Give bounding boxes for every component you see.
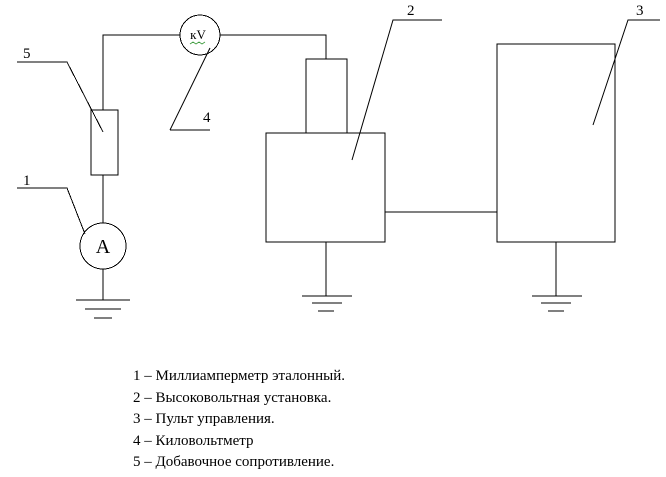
callout-4: 4 (203, 110, 211, 126)
voltmeter-label-underline (189, 41, 206, 45)
wires (102, 34, 557, 300)
ground-symbol-ammeter (76, 299, 130, 319)
voltmeter-label: кV (190, 27, 206, 42)
hv-unit-transformer (305, 58, 348, 134)
wire-voltmeter-to-hv-unit (220, 34, 327, 59)
leader-1 (17, 187, 86, 235)
resistor-symbol (90, 109, 119, 176)
ammeter-symbol: A (79, 222, 127, 270)
ground-symbol-hv-unit (302, 295, 352, 312)
legend-item-3: 3 – Пульт управления. (133, 411, 275, 427)
legend: 1 – Миллиамперметр эталонный. 2 – Высоко… (133, 366, 345, 474)
leader-5 (17, 61, 104, 133)
ammeter-label: A (96, 236, 111, 258)
legend-item-5: 5 – Добавочное сопротивление. (133, 454, 335, 470)
leader-4-diagonal (169, 47, 211, 131)
wire-resistor-to-voltmeter (102, 34, 180, 110)
legend-item-1: 1 – Миллиамперметр эталонный. (133, 368, 345, 384)
legend-item-2: 2 – Высоковольтная установка. (133, 389, 332, 406)
callout-3: 3 (636, 3, 644, 19)
ground-symbol-console (532, 295, 582, 312)
leader-3 (592, 19, 660, 126)
voltmeter-symbol: кV (179, 14, 221, 56)
callout-numbers: 5 1 4 2 3 (23, 3, 644, 189)
leader-lines (17, 19, 660, 235)
legend-item-4: 4 – Киловольтметр (133, 432, 254, 449)
callout-1: 1 (23, 173, 31, 189)
ammeter-circle (79, 222, 127, 270)
hv-unit-body (265, 132, 386, 243)
leader-2 (351, 19, 442, 161)
callout-5: 5 (23, 46, 31, 62)
high-voltage-unit (265, 58, 386, 243)
control-console (496, 43, 616, 243)
callout-2: 2 (407, 3, 415, 19)
voltmeter-circle (179, 14, 221, 56)
